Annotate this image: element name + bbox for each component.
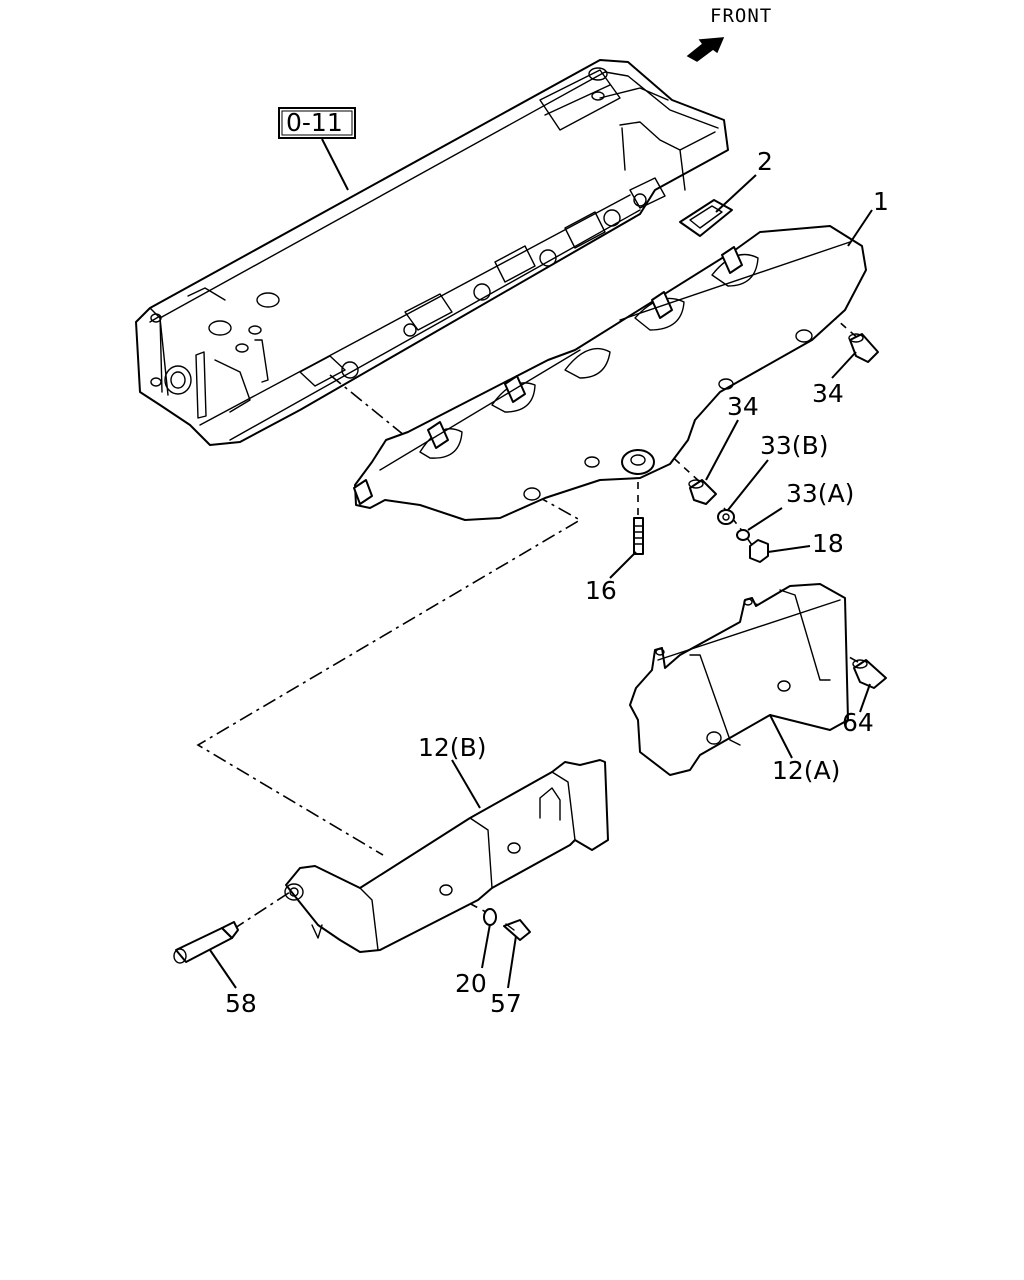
reference-label: 0-11 — [286, 108, 343, 137]
sleeve-34-upper — [848, 333, 879, 363]
heat-shield-12b — [284, 759, 609, 953]
washer-33b — [717, 509, 735, 525]
callout-34-upper: 34 — [812, 379, 844, 408]
washer-33a — [736, 529, 750, 541]
callout-34-lower: 34 — [727, 392, 759, 421]
front-label: FRONT — [710, 5, 772, 27]
sleeve-64 — [852, 659, 887, 689]
reference-box: 0-11 — [278, 107, 356, 191]
callout-labels: 1 2 34 34 33(B) 33(A) 18 16 64 12(A) 12(… — [225, 147, 889, 1018]
callout-20: 20 — [455, 969, 487, 998]
nut-18 — [749, 539, 769, 563]
cylinder-head — [135, 59, 729, 446]
callout-58: 58 — [225, 989, 257, 1018]
callout-12b: 12(B) — [418, 733, 486, 762]
front-indicator: FRONT — [686, 5, 772, 62]
bolt-57 — [503, 919, 531, 941]
sleeve-34-lower — [688, 479, 717, 505]
callout-16: 16 — [585, 576, 617, 605]
stud-58 — [173, 921, 239, 964]
stud-16 — [633, 517, 644, 555]
heat-shield-12a — [629, 583, 849, 776]
callout-1: 1 — [873, 187, 889, 216]
callout-33b: 33(B) — [760, 431, 828, 460]
callout-64: 64 — [842, 708, 874, 737]
callout-18: 18 — [812, 529, 844, 558]
exhaust-manifold — [353, 225, 867, 521]
leader-lines — [209, 174, 873, 989]
callout-33a: 33(A) — [786, 479, 854, 508]
washer-20 — [483, 908, 497, 926]
callout-12a: 12(A) — [772, 756, 840, 785]
front-arrow-icon — [686, 37, 725, 62]
callout-57: 57 — [490, 989, 522, 1018]
callout-2: 2 — [757, 147, 773, 176]
